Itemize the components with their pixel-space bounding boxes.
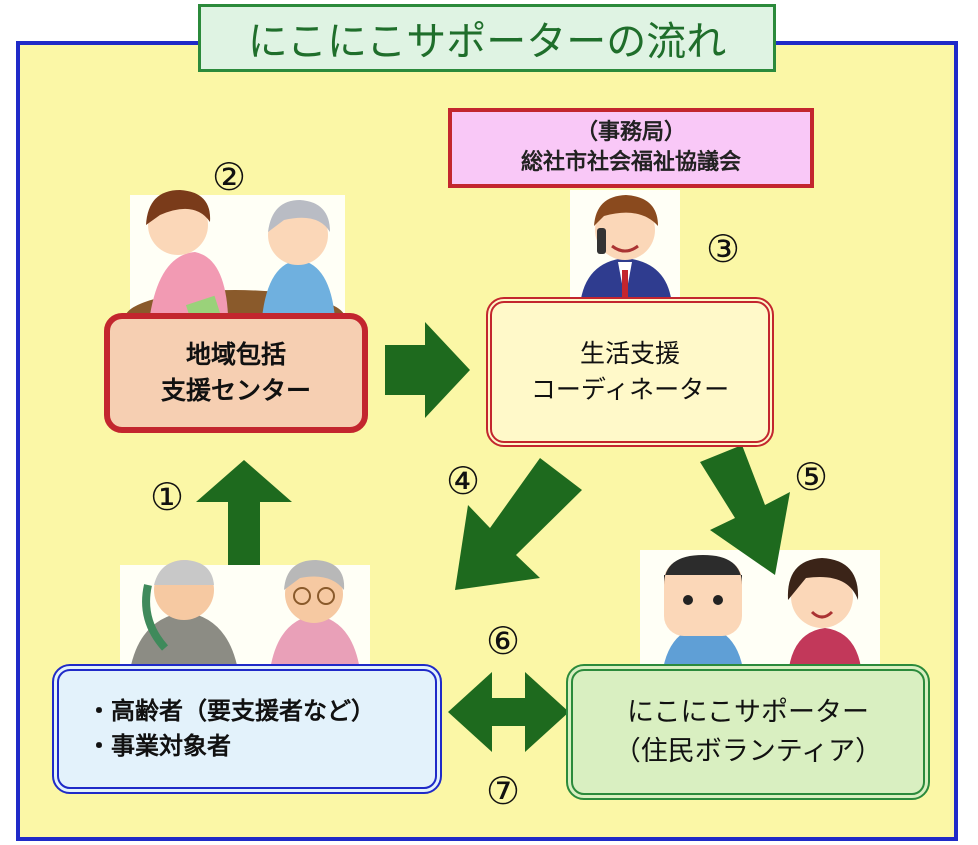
supporter-line1: にこにこサポーター: [627, 696, 869, 728]
diagram-title: にこにこサポーターの流れ: [198, 4, 776, 72]
arrow-coordinator-to-elderly: [455, 458, 582, 590]
step-6-label: ⑥: [486, 619, 521, 663]
center-line2: 支援センター: [160, 376, 311, 405]
arrow-center-to-coordinator: [385, 322, 470, 418]
coordinator-illustration: [570, 190, 680, 305]
support-center-box: 地域包括 支援センター: [104, 313, 368, 433]
office-box: （事務局） 総社市社会福祉協議会: [448, 108, 814, 188]
step-7-label: ⑦: [486, 769, 521, 813]
volunteer-illustration: [640, 550, 880, 675]
arrow-elderly-to-center: [196, 460, 292, 565]
elderly-line1: ・高齢者（要支援者など）: [87, 697, 375, 726]
elderly-line2: ・事業対象者: [87, 732, 231, 760]
step-1-label: ①: [150, 475, 185, 519]
step-5-label: ⑤: [794, 455, 829, 499]
elderly-box: ・高齢者（要支援者など） ・事業対象者: [52, 664, 442, 794]
arrow-elderly-supporter-bidirectional: [448, 672, 569, 752]
supporter-line2: （住民ボランティア）: [613, 736, 883, 767]
supporter-box: にこにこサポーター （住民ボランティア）: [566, 664, 930, 800]
arrow-coordinator-to-volunteer: [700, 445, 790, 575]
coordinator-box: 生活支援 コーディネーター: [486, 297, 774, 447]
step-2-label: ②: [212, 155, 247, 199]
flow-arrows: [196, 322, 790, 752]
office-line1: （事務局）: [575, 120, 686, 146]
step-3-label: ③: [706, 227, 741, 271]
step-4-label: ④: [446, 459, 481, 503]
coordinator-line2: コーディネーター: [530, 375, 730, 404]
elderly-illustration: [120, 560, 370, 670]
title-text: にこにこサポーターの流れ: [247, 19, 727, 65]
office-line2: 総社市社会福祉協議会: [520, 150, 741, 175]
center-line1: 地域包括: [185, 339, 286, 369]
coordinator-line1: 生活支援: [579, 338, 680, 368]
